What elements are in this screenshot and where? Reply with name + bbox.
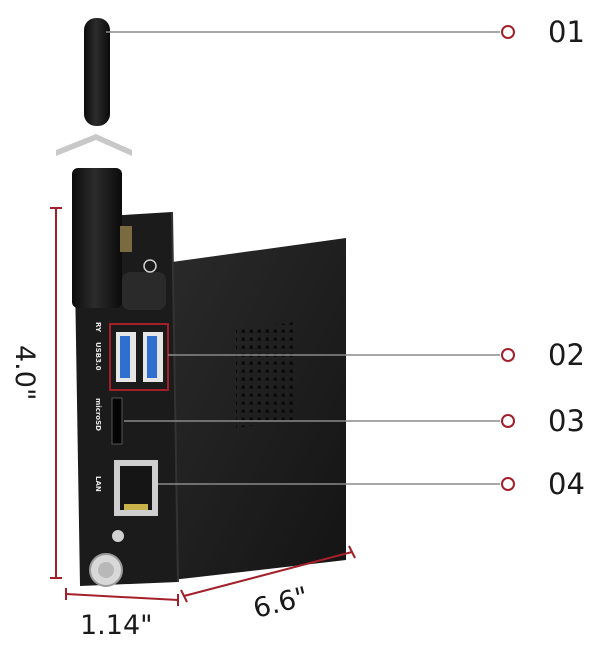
antenna-joint — [122, 272, 166, 310]
screw-hole — [112, 530, 124, 542]
callout-number-03: 03 — [548, 404, 585, 438]
dimension-depth-label: 1.14" — [80, 610, 153, 641]
vent-grille — [236, 322, 296, 428]
antenna-break-chevron — [56, 134, 132, 156]
callout-marker-02 — [501, 348, 515, 362]
dimension-height-label: 4.0" — [9, 345, 40, 400]
usb-ports — [109, 323, 169, 391]
port-label-lan: LAN — [94, 476, 102, 492]
callout-marker-01 — [501, 25, 515, 39]
antenna-connector — [120, 226, 132, 252]
port-label-microsd: microSD — [94, 398, 102, 431]
callout-marker-04 — [501, 477, 515, 491]
lan-port — [114, 460, 158, 516]
callout-02: 02 — [168, 338, 585, 372]
callout-04: 04 — [158, 467, 585, 501]
usb-highlight-box — [109, 323, 169, 391]
usb-port-2-tongue — [147, 336, 157, 378]
antenna-tip — [84, 18, 110, 126]
callout-01: 01 — [106, 15, 585, 49]
dimension-length-label: 6.6" — [250, 581, 311, 624]
dimension-depth: 1.14" — [65, 588, 179, 641]
port-label-usb: USB3.0 — [94, 342, 102, 371]
callout-03: 03 — [124, 404, 585, 438]
callout-number-02: 02 — [548, 338, 585, 372]
antenna — [56, 18, 166, 310]
port-label-partial: RY — [94, 322, 102, 333]
callout-number-01: 01 — [548, 15, 585, 49]
callout-marker-03 — [501, 414, 515, 428]
dimension-height: 4.0" — [9, 207, 62, 579]
callout-number-04: 04 — [548, 467, 585, 501]
thumb-screw — [89, 530, 124, 587]
microsd-slot — [111, 397, 123, 445]
usb-port-1-tongue — [120, 336, 130, 378]
wifi-icon — [143, 259, 157, 273]
antenna-base — [72, 168, 122, 308]
